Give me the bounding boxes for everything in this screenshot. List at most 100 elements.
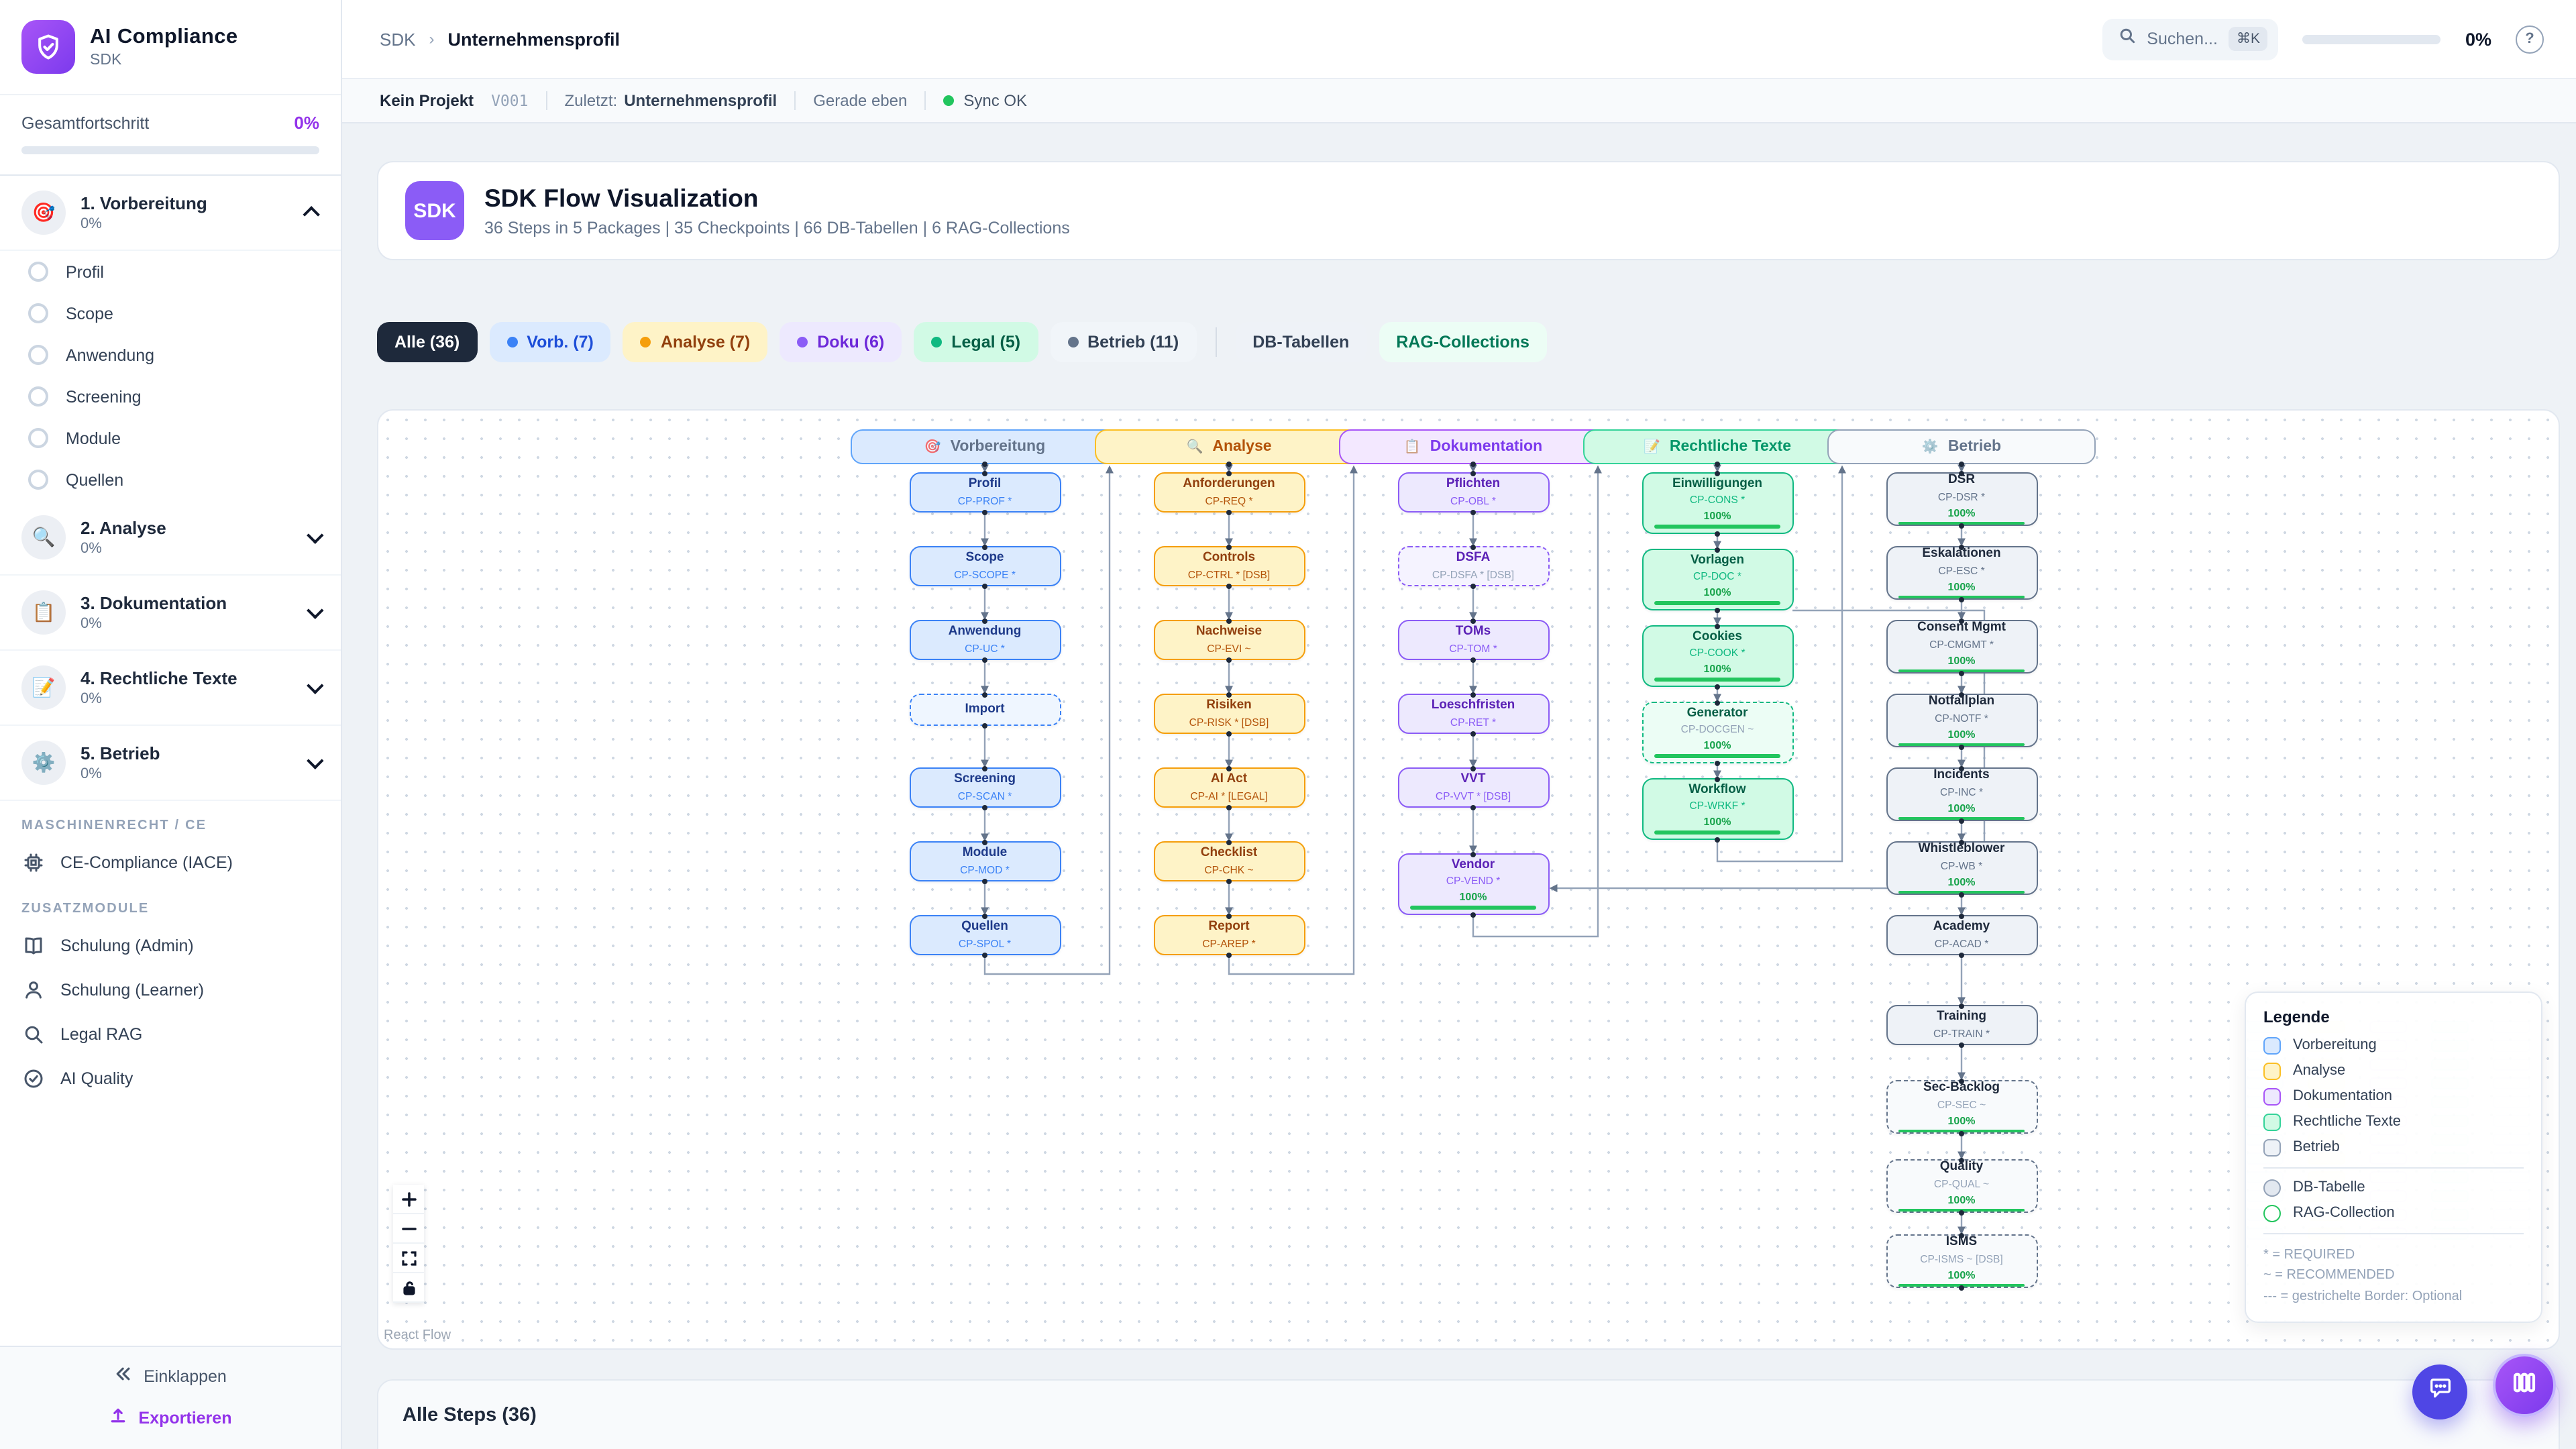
lock-toggle-button[interactable] bbox=[393, 1273, 424, 1303]
package-header-rechtliche-texte[interactable]: 📝Rechtliche Texte bbox=[1583, 429, 1851, 466]
filter-chip-doku-6-[interactable]: Doku (6) bbox=[780, 322, 902, 362]
export-button[interactable]: Exportieren bbox=[109, 1406, 231, 1429]
zoom-in-button[interactable] bbox=[393, 1185, 424, 1214]
help-button[interactable]: ? bbox=[2516, 25, 2544, 53]
legend-note: * = REQUIRED bbox=[2263, 1247, 2355, 1262]
package-header-analyse[interactable]: 🔍Analyse bbox=[1095, 429, 1363, 466]
flow-node-import[interactable]: Import bbox=[909, 692, 1061, 728]
node-progress-bar bbox=[1654, 754, 1780, 759]
filter-chip-legal-5-[interactable]: Legal (5) bbox=[914, 322, 1038, 362]
filter-chip-db-tabellen[interactable]: DB-Tabellen bbox=[1235, 322, 1367, 362]
filter-chip-rag-collections[interactable]: RAG-Collections bbox=[1379, 322, 1547, 362]
search-input[interactable]: Suchen... ⌘K bbox=[2102, 18, 2279, 60]
filter-chip-alle-36-[interactable]: Alle (36) bbox=[377, 322, 478, 362]
app-title: AI Compliance bbox=[90, 25, 238, 48]
legend-item-rag-collection: RAG-Collection bbox=[2263, 1204, 2524, 1222]
section-icon: 📝 bbox=[21, 665, 66, 710]
chevron-right-icon: › bbox=[429, 30, 435, 48]
step-status-circle bbox=[28, 262, 48, 282]
sidebar-item-schulung-admin-[interactable]: Schulung (Admin) bbox=[0, 923, 341, 967]
collapse-sidebar-button[interactable]: Einklappen bbox=[114, 1364, 227, 1387]
zoom-out-button[interactable] bbox=[393, 1214, 424, 1244]
filter-chip-vorb-7-[interactable]: Vorb. (7) bbox=[489, 322, 611, 362]
sidebar-item-ai-quality[interactable]: AI Quality bbox=[0, 1056, 341, 1100]
filter-chip-analyse-7-[interactable]: Analyse (7) bbox=[623, 322, 768, 362]
step-status-circle bbox=[28, 303, 48, 323]
package-header-dokumentation[interactable]: 📋Dokumentation bbox=[1339, 429, 1607, 466]
section-label: 2. Analyse bbox=[80, 518, 166, 538]
step-status-circle bbox=[28, 345, 48, 365]
node-progress-bar bbox=[1898, 669, 2025, 672]
sidebar-item-anwendung[interactable]: Anwendung bbox=[0, 334, 341, 376]
breadcrumb-sdk[interactable]: SDK bbox=[380, 29, 416, 49]
sidebar-item-ce-compliance-iace-[interactable]: CE-Compliance (IACE) bbox=[0, 840, 341, 884]
book-icon bbox=[21, 934, 44, 957]
node-progress-bar bbox=[1654, 525, 1780, 529]
chat-assistant-button[interactable] bbox=[2412, 1364, 2467, 1419]
chevron-down-icon bbox=[307, 527, 324, 544]
search-icon bbox=[2118, 27, 2136, 51]
all-steps-header: Alle Steps (36) bbox=[378, 1381, 2559, 1449]
fit-view-button[interactable] bbox=[393, 1244, 424, 1273]
package-header-betrieb[interactable]: ⚙️Betrieb bbox=[1827, 429, 2096, 466]
sidebar-item-screening[interactable]: Screening bbox=[0, 376, 341, 417]
last-label: Zuletzt: bbox=[564, 91, 618, 110]
app-subtitle: SDK bbox=[90, 52, 122, 68]
package-header-vorbereitung[interactable]: 🎯Vorbereitung bbox=[851, 429, 1119, 466]
overall-progress-label: Gesamtfortschritt bbox=[21, 114, 150, 133]
breadcrumb-current: Unternehmensprofil bbox=[447, 29, 620, 49]
overall-progress-percent: 0% bbox=[294, 113, 319, 133]
panel-toggle-button[interactable] bbox=[2493, 1354, 2556, 1417]
sidebar-item-module[interactable]: Module bbox=[0, 417, 341, 459]
sidebar-item-scope[interactable]: Scope bbox=[0, 292, 341, 334]
sidebar-item-profil[interactable]: Profil bbox=[0, 251, 341, 292]
filter-chip-betrieb-11-[interactable]: Betrieb (11) bbox=[1050, 322, 1197, 362]
sidebar-item-schulung-learner-[interactable]: Schulung (Learner) bbox=[0, 967, 341, 1012]
step-status-circle bbox=[28, 470, 48, 490]
sidebar-item-quellen[interactable]: Quellen bbox=[0, 459, 341, 500]
sidebar-item-legal-rag[interactable]: Legal RAG bbox=[0, 1012, 341, 1056]
last-value: Unternehmensprofil bbox=[624, 91, 777, 110]
